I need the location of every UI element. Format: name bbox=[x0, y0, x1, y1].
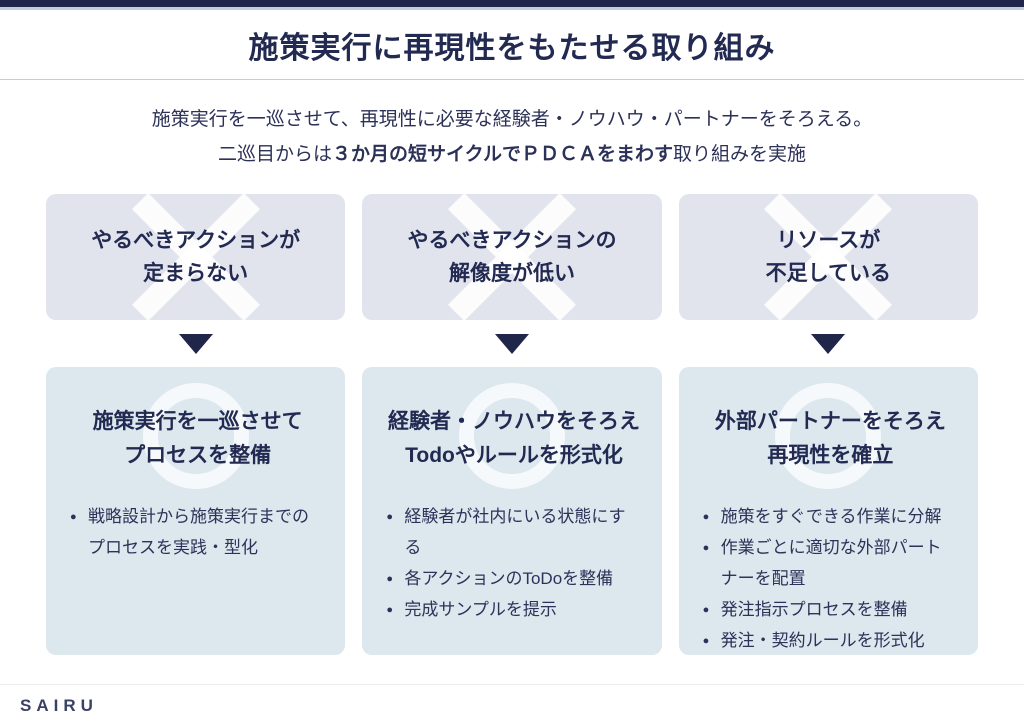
bullet-list: 経験者が社内にいる状態にする 各アクションのToDoを整備 完成サンプルを提示 bbox=[386, 501, 641, 626]
problem-card-3: リソースが 不足している bbox=[678, 194, 978, 320]
bullet-item: 各アクションのToDoを整備 bbox=[386, 563, 641, 595]
arrow-wrap bbox=[679, 320, 978, 367]
header: 施策実行に再現性をもたせる取り組み bbox=[0, 10, 1024, 80]
down-arrow-icon bbox=[494, 333, 529, 354]
solution-title: 施策実行を一巡させて プロセスを整備 bbox=[70, 405, 325, 473]
solution-title-line: 経験者・ノウハウをそろえ bbox=[387, 410, 640, 433]
bullet-list: 戦略設計から施策実行までのプロセスを実践・型化 bbox=[70, 501, 325, 563]
intro-line-2: 二巡目からは３か月の短サイクルでＰＤＣＡをまわす取り組みを実施 bbox=[0, 137, 1024, 172]
footer: SAIRU bbox=[0, 684, 1024, 716]
bullet-item: 施策をすぐできる作業に分解 bbox=[703, 501, 958, 533]
problem-title-line: 定まらない bbox=[143, 262, 249, 285]
solution-title: 経験者・ノウハウをそろえ Todoやルールを形式化 bbox=[386, 405, 641, 473]
intro-line-2-post: 取り組みを実施 bbox=[673, 144, 807, 165]
problem-title-line: やるべきアクションが bbox=[91, 229, 301, 252]
problem-title-line: やるべきアクションの bbox=[407, 229, 617, 252]
bullet-item: 発注・契約ルールを形式化 bbox=[703, 625, 958, 655]
bullet-item: 戦略設計から施策実行までのプロセスを実践・型化 bbox=[70, 501, 325, 563]
solution-title: 外部パートナーをそろえ 再現性を確立 bbox=[703, 405, 958, 473]
solution-card-2: 経験者・ノウハウをそろえ Todoやルールを形式化 経験者が社内にいる状態にする… bbox=[362, 367, 662, 655]
arrow-wrap bbox=[362, 320, 661, 367]
bullet-item: 完成サンプルを提示 bbox=[386, 594, 641, 626]
three-column-grid: やるべきアクションが 定まらない 施策実行を一巡させて プロセスを整備 戦略設計… bbox=[46, 194, 978, 655]
column-low-resolution: やるべきアクションの 解像度が低い 経験者・ノウハウをそろえ Todoやルールを… bbox=[362, 194, 662, 655]
solution-card-1: 施策実行を一巡させて プロセスを整備 戦略設計から施策実行までのプロセスを実践・… bbox=[46, 367, 346, 655]
intro-line-1: 施策実行を一巡させて、再現性に必要な経験者・ノウハウ・パートナーをそろえる。 bbox=[151, 109, 873, 130]
intro-text: 施策実行を一巡させて、再現性に必要な経験者・ノウハウ・パートナーをそろえる。 二… bbox=[0, 102, 1024, 172]
bullet-list: 施策をすぐできる作業に分解 作業ごとに適切な外部パートナーを配置 発注指示プロセ… bbox=[703, 501, 958, 655]
problem-title-line: 不足している bbox=[765, 262, 892, 285]
down-arrow-icon bbox=[811, 333, 846, 354]
solution-title-line: 再現性を確立 bbox=[767, 444, 894, 467]
problem-title-line: リソースが bbox=[776, 229, 881, 252]
arrow-wrap bbox=[46, 320, 345, 367]
solution-card-3: 外部パートナーをそろえ 再現性を確立 施策をすぐできる作業に分解 作業ごとに適切… bbox=[678, 367, 978, 655]
bullet-item: 作業ごとに適切な外部パートナーを配置 bbox=[703, 532, 958, 594]
column-resource-shortage: リソースが 不足している 外部パートナーをそろえ 再現性を確立 施策をすぐできる… bbox=[678, 194, 978, 655]
intro-line-2-bold: ３か月の短サイクルでＰＤＣＡをまわす bbox=[331, 144, 674, 165]
page-title: 施策実行に再現性をもたせる取り組み bbox=[248, 31, 776, 65]
down-arrow-icon bbox=[178, 333, 213, 354]
problem-card-2: やるべきアクションの 解像度が低い bbox=[362, 194, 662, 320]
problem-title-line: 解像度が低い bbox=[448, 262, 575, 285]
top-accent-bar bbox=[0, 0, 1024, 10]
column-actions-undefined: やるべきアクションが 定まらない 施策実行を一巡させて プロセスを整備 戦略設計… bbox=[46, 194, 346, 655]
intro-line-2-pre: 二巡目からは bbox=[217, 144, 332, 165]
solution-title-line: Todoやルールを形式化 bbox=[405, 444, 623, 467]
solution-title-line: 施策実行を一巡させて bbox=[92, 410, 303, 433]
problem-card-1: やるべきアクションが 定まらない bbox=[46, 194, 346, 320]
solution-title-line: 外部パートナーをそろえ bbox=[714, 410, 946, 433]
bullet-item: 経験者が社内にいる状態にする bbox=[386, 501, 641, 563]
solution-title-line: プロセスを整備 bbox=[124, 444, 272, 467]
bullet-item: 発注指示プロセスを整備 bbox=[703, 594, 958, 626]
sairu-logo: SAIRU bbox=[20, 696, 98, 715]
